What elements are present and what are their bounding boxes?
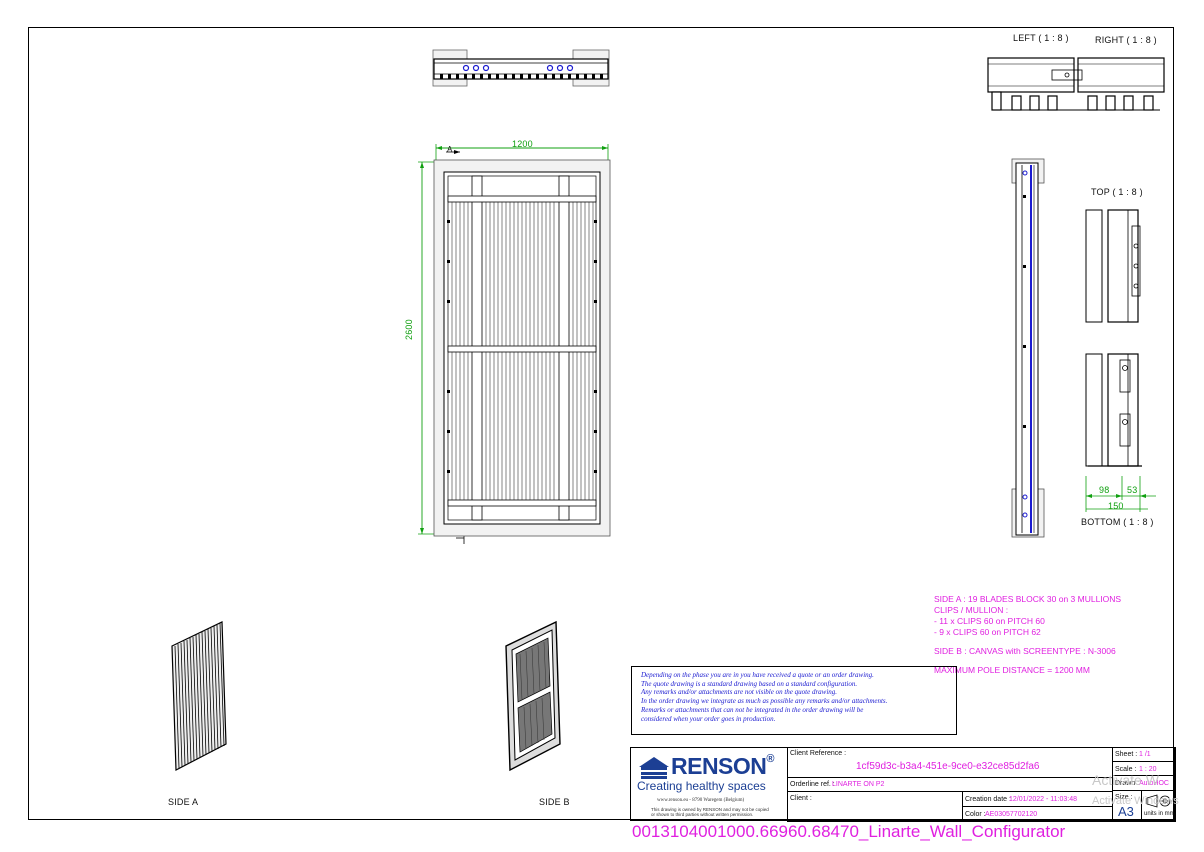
- height-dimension: 2600: [404, 319, 414, 340]
- title-block: RENSON® Creating healthy spaces www.rens…: [630, 747, 1176, 822]
- company-address: www.renson.eu - 8790 Waregem (Belgium): [657, 798, 745, 803]
- client-reference-label: Client Reference :: [790, 750, 847, 757]
- scale-label: Scale :: [1115, 766, 1137, 773]
- units-label: units in mm: [1144, 811, 1175, 817]
- creation-date-value: 12/01/2022 - 11:03:48: [1009, 796, 1077, 803]
- dimension-98: 98: [1099, 485, 1110, 495]
- client-cell: Client :: [787, 791, 963, 822]
- client-reference-cell: Client Reference : 1cf59d3c-b3a4-451e-9c…: [787, 747, 1113, 778]
- note-line: SIDE B : CANVAS with SCREENTYPE : N-3006: [934, 646, 1116, 656]
- disclaimer-line: The quote drawing is a standard drawing …: [641, 679, 858, 688]
- note-line: [934, 657, 1121, 665]
- activation-watermark-line-1: Activate W: [1092, 772, 1159, 788]
- drawing-frame: [28, 27, 1174, 820]
- footer-filename: 0013104001000.66960.68470_Linarte_Wall_C…: [632, 822, 1066, 841]
- section-marker-a: A: [447, 145, 453, 154]
- dimension-150: 150: [1108, 501, 1124, 511]
- color-value: AE03057702120: [985, 811, 1038, 818]
- size-value: A3: [1118, 804, 1134, 819]
- note-line: - 9 x CLIPS 60 on PITCH 62: [934, 627, 1041, 637]
- disclaimer-line: Depending on the phase you are in you ha…: [641, 671, 874, 679]
- drawn-value: AutoHOC: [1139, 780, 1169, 787]
- logo-tagline: Creating healthy spaces: [637, 779, 766, 793]
- bottom-view-label: BOTTOM ( 1 : 8 ): [1081, 517, 1154, 527]
- note-line: SIDE A : 19 BLADES BLOCK 30 on 3 MULLION…: [934, 594, 1122, 604]
- logo-wordmark: RENSON: [671, 753, 767, 779]
- sheet-label: Sheet :: [1115, 751, 1138, 758]
- logo-cell: RENSON® Creating healthy spaces www.rens…: [631, 748, 788, 821]
- activation-watermark-line-2: Activate Windows: [1092, 795, 1179, 807]
- projection-units-cell: units in mm: [1141, 790, 1176, 822]
- bottom-view: [1085, 353, 1142, 467]
- logo-text: RENSON®: [671, 753, 774, 780]
- side-a-3d-view: [171, 621, 227, 771]
- left-right-views: [987, 57, 1165, 111]
- side-b-3d-view: [505, 620, 561, 772]
- registered-mark: ®: [766, 753, 775, 765]
- width-dimension: 1200: [512, 139, 533, 149]
- ownership-line-2: or shown to third parties without writte…: [651, 812, 754, 817]
- top-view-label: TOP ( 1 : 8 ): [1091, 187, 1143, 197]
- ownership-line-1: This drawing is owned by RENSON and may …: [651, 807, 769, 812]
- configuration-notes: SIDE A : 19 BLADES BLOCK 30 on 3 MULLION…: [934, 594, 1121, 676]
- side-a-label: SIDE A: [168, 797, 199, 807]
- disclaimer-line: Remarks or attachments that can not be i…: [641, 705, 864, 714]
- right-view-label: RIGHT ( 1 : 8 ): [1095, 35, 1157, 45]
- note-line: [934, 638, 1121, 646]
- side-section-profile: [1011, 158, 1045, 538]
- size-label: Size :: [1115, 794, 1133, 801]
- dimension-53: 53: [1127, 485, 1138, 495]
- creation-date-cell: Creation date : 12/01/2022 - 11:03:48: [962, 791, 1113, 807]
- color-cell: Color : AE03057702120: [962, 806, 1113, 822]
- top-view: [1085, 209, 1141, 323]
- scale-value: 1 : 20: [1139, 766, 1157, 773]
- client-reference-value: 1cf59d3c-b3a4-451e-9ce0-e32ce85d2fa6: [856, 761, 1040, 772]
- orderline-label: Orderline ref. :: [790, 781, 835, 788]
- sheet-value: 1 /1: [1139, 751, 1151, 758]
- drawn-label: Drawn :: [1115, 780, 1140, 787]
- front-elevation: [418, 144, 611, 544]
- bottom-dimensions: [1085, 476, 1156, 512]
- left-view-label: LEFT ( 1 : 8 ): [1013, 33, 1069, 43]
- creation-date-label: Creation date :: [965, 796, 1011, 803]
- top-plan-strip: [432, 49, 610, 87]
- client-label: Client :: [790, 795, 812, 802]
- disclaimer-line: Any remarks and/or attachments are not v…: [641, 688, 838, 697]
- color-label: Color :: [965, 811, 986, 818]
- note-line: CLIPS / MULLION :: [934, 605, 1009, 615]
- orderline-cell: Orderline ref. : LINARTE ON P2: [787, 777, 1113, 792]
- disclaimer-line: In the order drawing we integrate as muc…: [641, 697, 888, 706]
- disclaimer-box: Depending on the phase you are in you ha…: [631, 666, 957, 735]
- side-b-label: SIDE B: [539, 797, 570, 807]
- renson-logo-icon: [639, 757, 669, 779]
- disclaimer-line: considered when your order goes in produ…: [641, 714, 776, 723]
- orderline-value: LINARTE ON P2: [832, 781, 885, 788]
- projection-symbol-icon: [1146, 794, 1172, 808]
- note-line: MAXIMUM POLE DISTANCE = 1200 MM: [934, 665, 1090, 675]
- sheet-cell: Sheet : 1 /1: [1112, 747, 1176, 762]
- note-line: - 11 x CLIPS 60 on PITCH 60: [934, 616, 1045, 626]
